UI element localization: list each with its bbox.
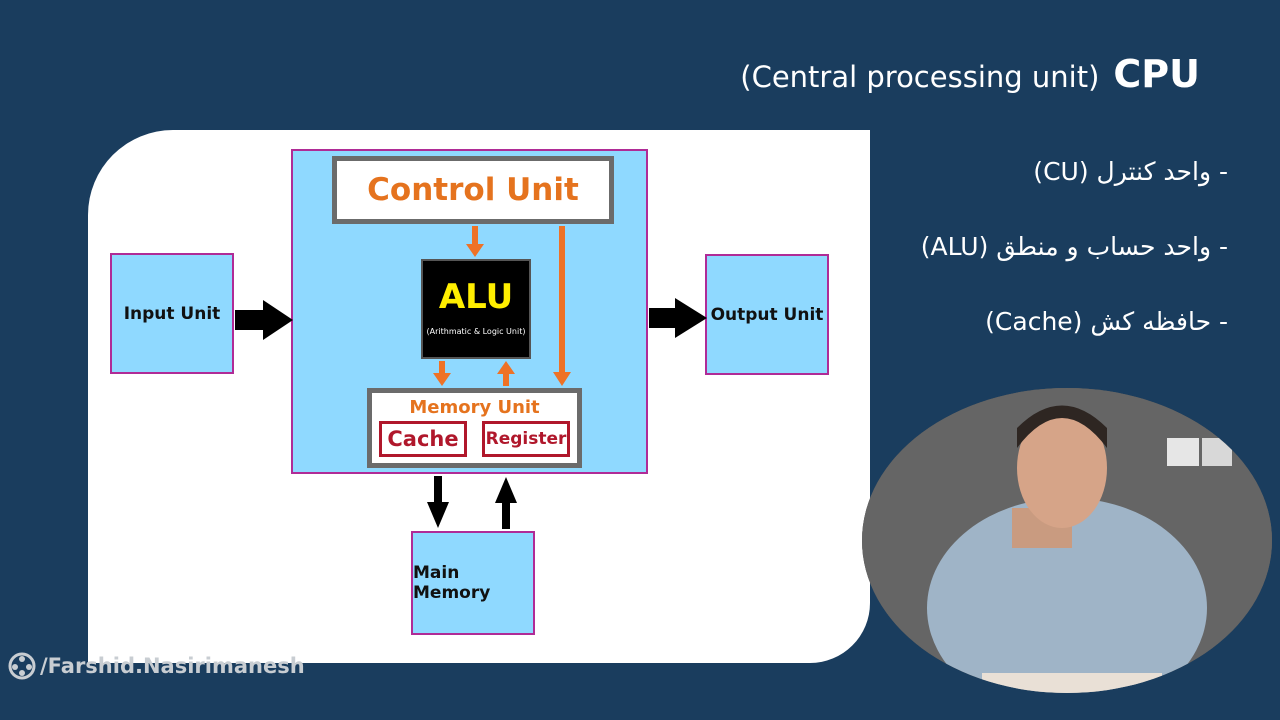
- arrow-memory-to-alu: [497, 361, 515, 386]
- input-unit-box: Input Unit: [110, 253, 234, 374]
- bullet-item-cu: - واحد کنترل (CU): [1033, 157, 1228, 186]
- presenter-webcam: [862, 388, 1272, 693]
- alu-subtitle: (Arithmatic & Logic Unit): [426, 327, 526, 336]
- diagram-panel: Input Unit Output Unit Main Memory Contr…: [88, 130, 870, 663]
- alu-title: ALU: [438, 277, 514, 317]
- arrow-alu-to-memory: [433, 361, 451, 386]
- bullet-list: - واحد کنترل (CU) - واحد حساب و منطق (AL…: [848, 152, 1228, 377]
- arrow-control-to-alu: [466, 226, 484, 257]
- main-memory-box: Main Memory: [411, 531, 535, 635]
- arrow-cpu-to-output: [649, 298, 707, 338]
- input-unit-label: Input Unit: [123, 303, 221, 324]
- wall-socket-icon: [1167, 438, 1199, 466]
- watermark-text: /Farshid.Nasirimanesh: [40, 654, 305, 678]
- output-unit-box: Output Unit: [705, 254, 829, 375]
- title-subtitle: (Central processing unit): [740, 60, 1100, 94]
- register-box: Register: [482, 421, 570, 457]
- film-reel-icon: [8, 652, 36, 680]
- bullet-item-cache: - حافظه کش (Cache): [985, 307, 1228, 336]
- arrow-control-to-memory: [553, 226, 571, 386]
- title-main: CPU: [1113, 52, 1200, 96]
- arrow-input-to-cpu: [235, 300, 293, 340]
- arrow-memory-to-main-memory: [427, 476, 449, 528]
- memory-unit-title: Memory Unit: [409, 397, 540, 418]
- bullet-item-alu: - واحد حساب و منطق (ALU): [920, 232, 1228, 261]
- alu-box: ALU (Arithmatic & Logic Unit): [421, 259, 531, 359]
- control-unit-box: Control Unit: [332, 156, 614, 224]
- presenter-image: [862, 388, 1272, 693]
- control-unit-label: Control Unit: [367, 172, 579, 208]
- main-memory-label: Main Memory: [413, 563, 491, 603]
- diagram-arrows: [235, 226, 707, 529]
- arrow-main-memory-to-memory: [495, 477, 517, 529]
- slide-title: (Central processing unit) CPU: [700, 52, 1200, 96]
- memory-unit-box: Memory Unit Cache Register: [367, 388, 582, 468]
- cache-box: Cache: [379, 421, 467, 457]
- output-unit-label: Output Unit: [710, 304, 824, 325]
- channel-watermark: /Farshid.Nasirimanesh: [8, 652, 305, 680]
